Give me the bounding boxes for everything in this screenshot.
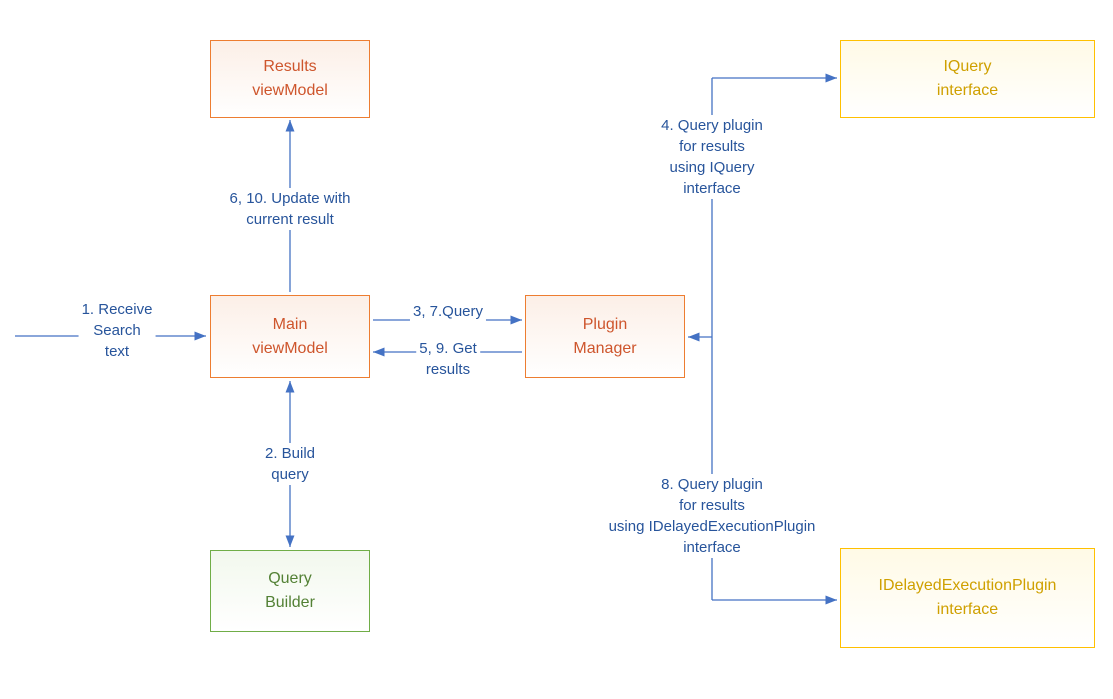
edge-label-query: 3, 7.Query bbox=[409, 301, 487, 322]
edge-label-build-query: 2. Build query bbox=[261, 443, 319, 485]
edge-label-get-results: 5, 9. Get results bbox=[416, 338, 480, 380]
node-query-builder: Query Builder bbox=[210, 550, 370, 632]
edge-label-query-plugin-idelayed: 8. Query plugin for results using IDelay… bbox=[605, 474, 819, 558]
node-iquery-interface-label: IQuery interface bbox=[936, 58, 999, 99]
node-iquery-interface: IQuery interface bbox=[840, 40, 1095, 118]
node-idelayedexecutionplugin-interface-label: IDelayedExecutionPlugin interface bbox=[878, 577, 1057, 618]
edge-label-receive-search: 1. Receive Search text bbox=[78, 299, 156, 362]
edge-label-query-plugin-iquery: 4. Query plugin for results using IQuery… bbox=[658, 115, 766, 199]
node-main-viewmodel-label: Main viewModel bbox=[252, 315, 328, 357]
node-query-builder-label: Query Builder bbox=[265, 570, 315, 611]
node-plugin-manager: Plugin Manager bbox=[525, 295, 685, 378]
node-results-viewmodel: Results viewModel bbox=[210, 40, 370, 118]
node-results-viewmodel-label: Results viewModel bbox=[252, 58, 328, 99]
node-idelayedexecutionplugin-interface: IDelayedExecutionPlugin interface bbox=[840, 548, 1095, 648]
edge-label-update-current-result: 6, 10. Update with current result bbox=[226, 188, 354, 230]
node-main-viewmodel: Main viewModel bbox=[210, 295, 370, 378]
node-plugin-manager-label: Plugin Manager bbox=[573, 315, 637, 357]
